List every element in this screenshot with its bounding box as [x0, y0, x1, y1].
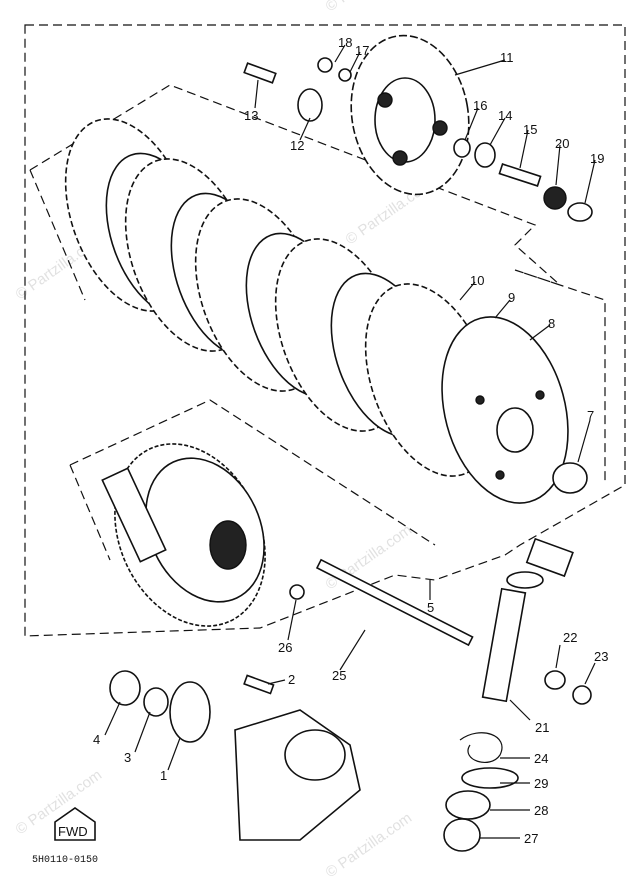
watermark: © Partzilla.com — [323, 809, 416, 881]
callout-19: 19 — [590, 151, 604, 166]
housing-guide — [69, 399, 436, 561]
callout-5: 5 — [427, 600, 434, 615]
callout-14: 14 — [498, 108, 512, 123]
clutch-housing — [101, 443, 266, 627]
callout-26: 26 — [278, 640, 292, 655]
crankcase-shaft — [234, 709, 361, 841]
callout-16: 16 — [473, 98, 487, 113]
callout-23: 23 — [594, 649, 608, 664]
hardware — [109, 57, 593, 743]
callout-21: 21 — [535, 720, 549, 735]
watermark: © Partzilla.com — [323, 521, 416, 593]
callout-4: 4 — [93, 732, 100, 747]
callout-15: 15 — [523, 122, 537, 137]
callout-28: 28 — [534, 803, 548, 818]
callout-11: 11 — [500, 50, 514, 65]
callout-22: 22 — [563, 630, 577, 645]
clutch-boss — [441, 316, 569, 504]
callouts: 11 18 17 13 12 16 14 15 20 19 10 9 8 7 5… — [93, 35, 608, 846]
callout-17: 17 — [355, 43, 369, 58]
assembly-frame — [24, 24, 626, 637]
fwd-label: FWD — [58, 824, 88, 839]
callout-10: 10 — [470, 273, 484, 288]
callout-8: 8 — [548, 316, 555, 331]
callout-20: 20 — [555, 136, 569, 151]
callout-29: 29 — [534, 776, 548, 791]
leader-lines — [104, 44, 596, 839]
callout-1: 1 — [160, 768, 167, 783]
callout-24: 24 — [534, 751, 548, 766]
clutch-plates — [64, 118, 496, 477]
push-lever — [443, 537, 574, 852]
watermark: © Partzilla.com — [323, 0, 416, 15]
clutch-pack-guide — [29, 84, 606, 485]
diagram-code: 5H0110-0150 — [32, 855, 98, 866]
callout-25: 25 — [332, 668, 346, 683]
callout-9: 9 — [508, 290, 515, 305]
callout-27: 27 — [524, 831, 538, 846]
callout-3: 3 — [124, 750, 131, 765]
callout-2: 2 — [288, 672, 295, 687]
fwd-indicator: FWD — [54, 807, 96, 841]
callout-18: 18 — [338, 35, 352, 50]
callout-12: 12 — [290, 138, 304, 153]
callout-7: 7 — [587, 408, 594, 423]
callout-13: 13 — [244, 108, 258, 123]
pressure-plate — [350, 34, 470, 196]
